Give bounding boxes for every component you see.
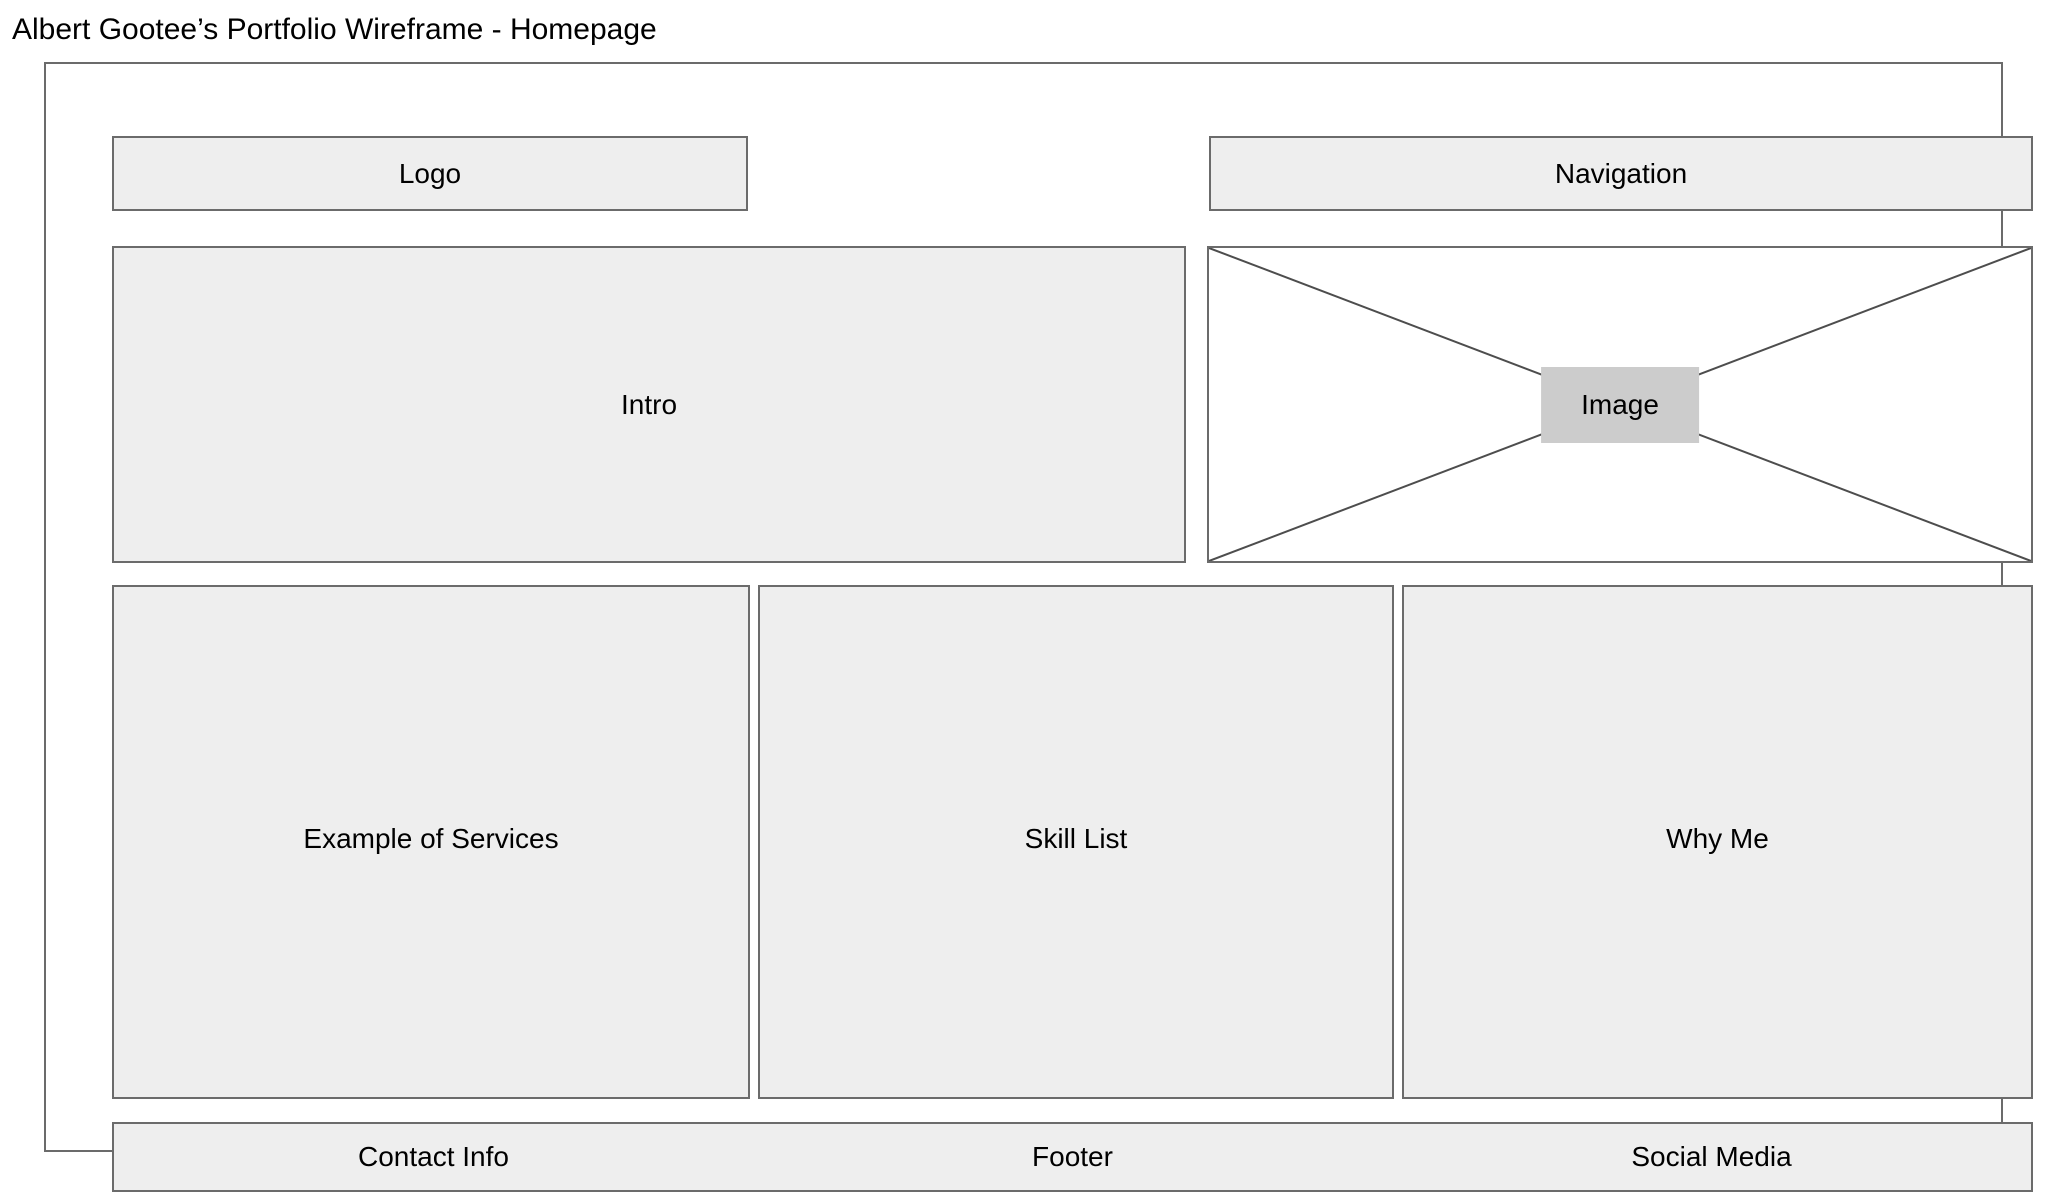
image-placeholder[interactable]: Image	[1207, 246, 2033, 563]
footer-contact-info-label: Contact Info	[358, 1141, 509, 1172]
wireframe-canvas: Albert Gootee’s Portfolio Wireframe - Ho…	[12, 13, 2033, 1192]
skill-list-label: Skill List	[1024, 823, 1128, 854]
why-me-placeholder[interactable]: Why Me	[1402, 585, 2033, 1099]
image-label: Image	[1541, 366, 1699, 443]
skill-list-placeholder[interactable]: Skill List	[758, 585, 1394, 1099]
navigation-label: Navigation	[1554, 157, 1688, 189]
intro-placeholder[interactable]: Intro	[112, 246, 1186, 563]
logo-label: Logo	[398, 157, 462, 189]
footer-label: Footer	[1032, 1141, 1113, 1172]
page-title: Albert Gootee’s Portfolio Wireframe - Ho…	[12, 13, 657, 46]
intro-label: Intro	[620, 388, 678, 420]
why-me-label: Why Me	[1666, 823, 1769, 854]
services-label: Example of Services	[303, 823, 559, 854]
logo-placeholder[interactable]: Logo	[112, 136, 748, 211]
navigation-placeholder[interactable]: Navigation	[1209, 136, 2033, 211]
footer-social-media-label: Social Media	[1631, 1141, 1792, 1172]
footer-placeholder[interactable]: Contact Info Footer Social Media	[112, 1122, 2033, 1192]
services-placeholder[interactable]: Example of Services	[112, 585, 750, 1099]
wireframe-outer-frame: Logo Navigation Intro Image Example of S…	[44, 62, 2033, 1192]
